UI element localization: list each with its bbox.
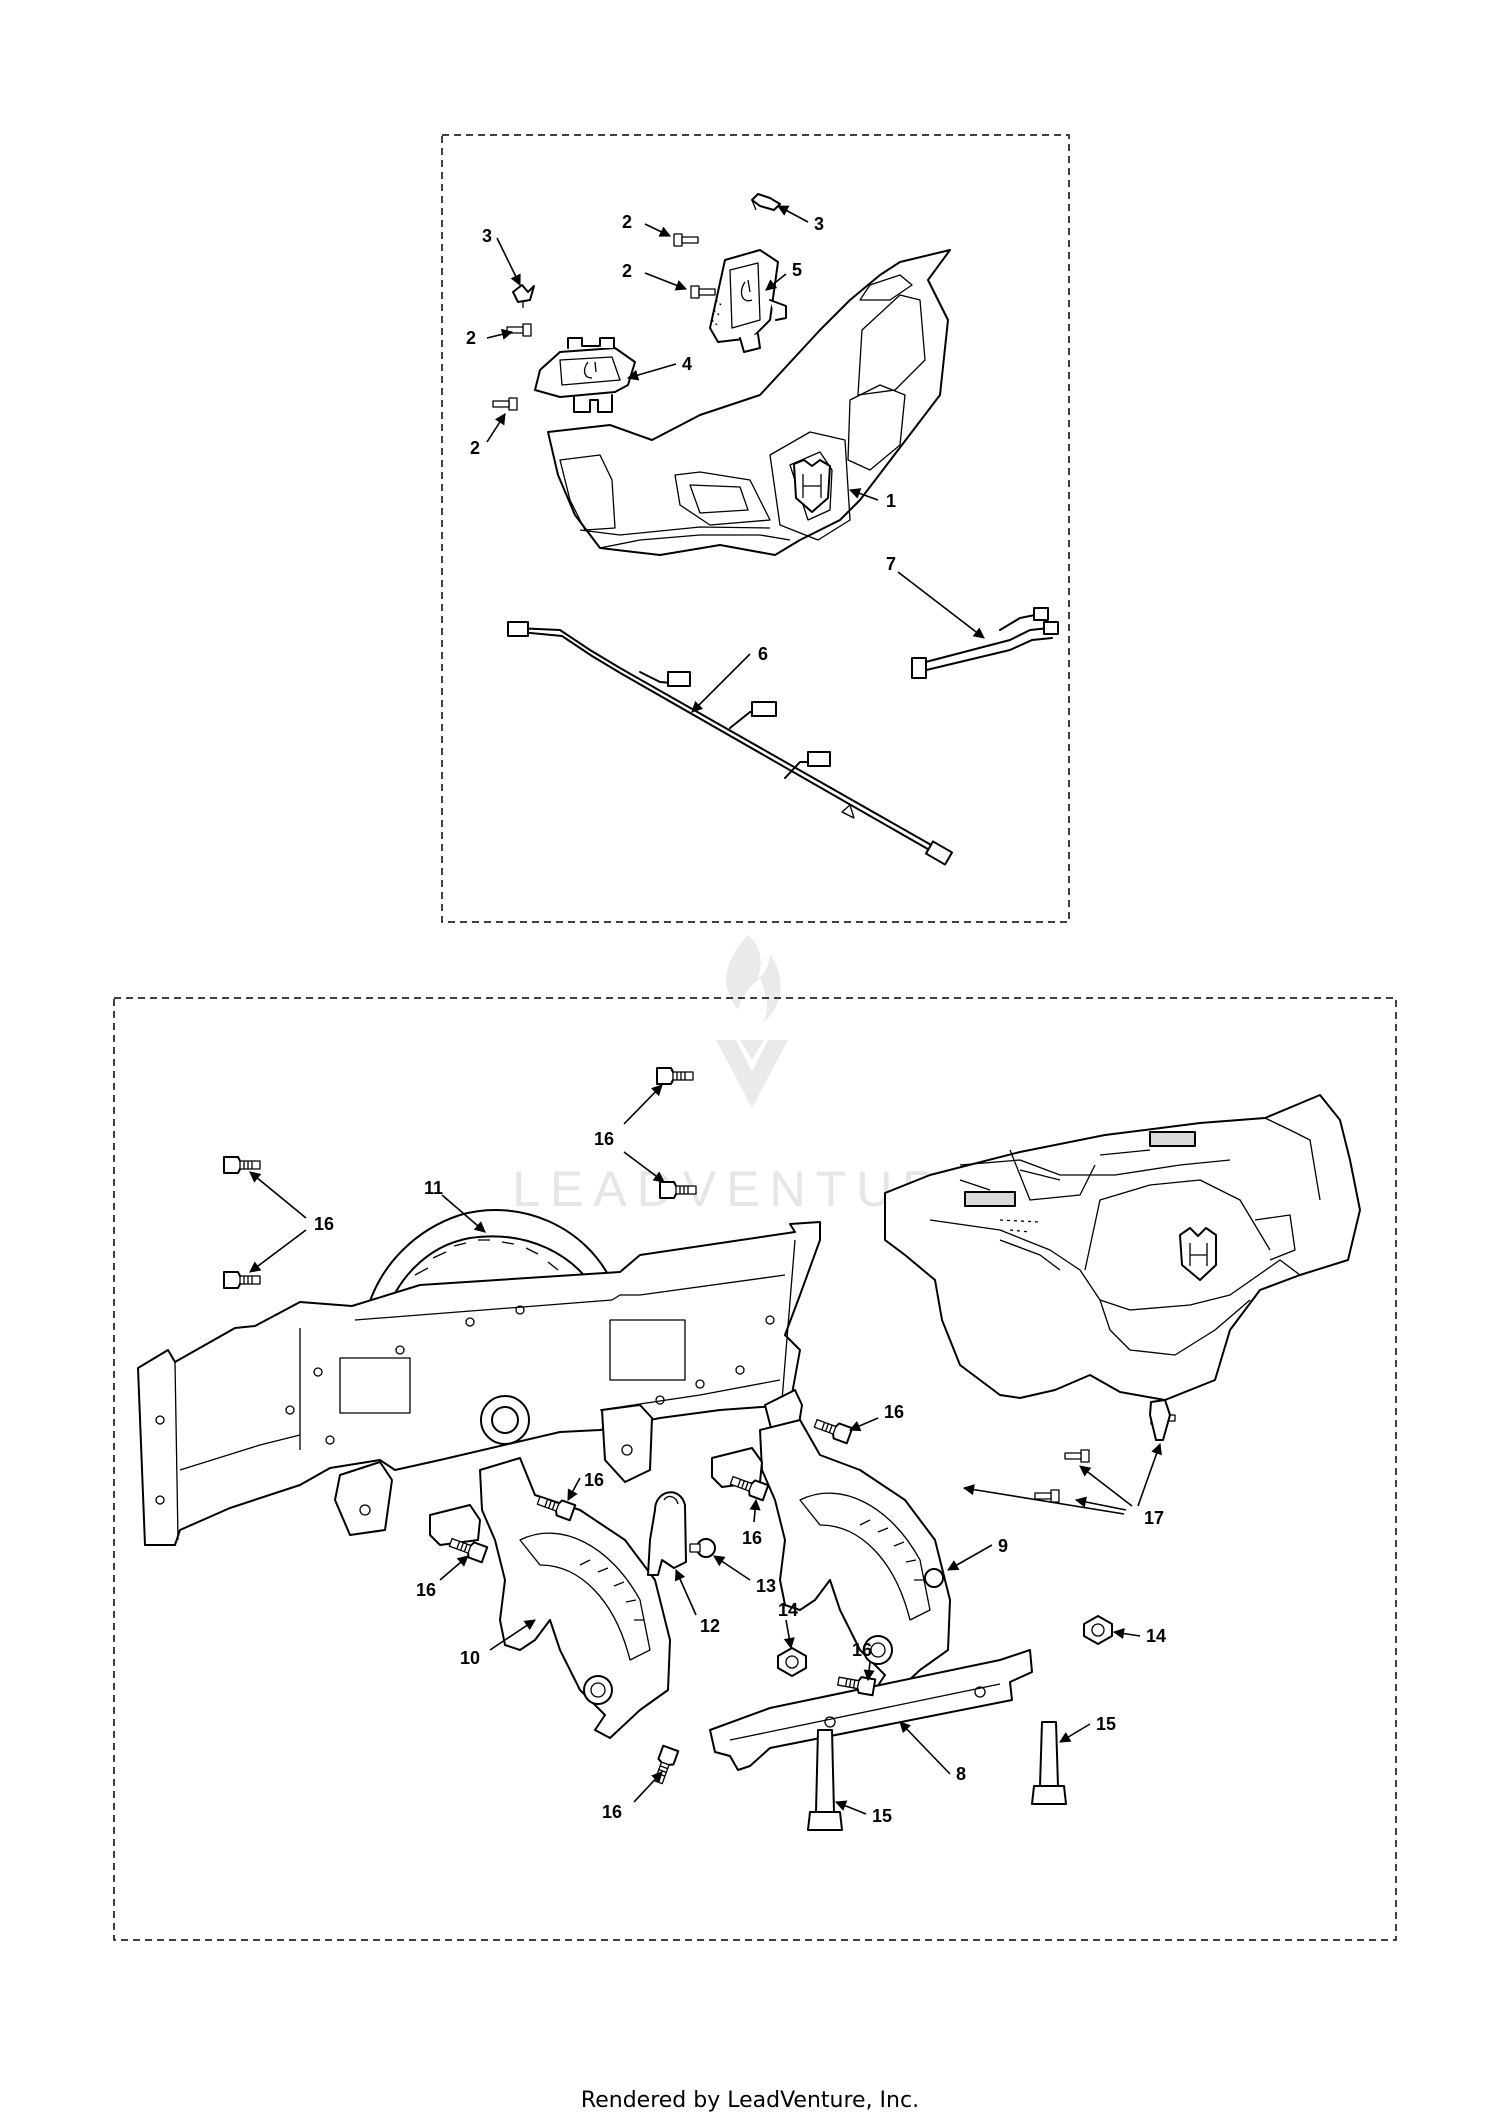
svg-text:16: 16 (584, 1470, 604, 1490)
part-frame-plate-11 (137, 1209, 821, 1546)
part-bolt-16e (811, 1414, 854, 1445)
svg-text:4: 4 (682, 354, 692, 374)
part-wire-harness-6 (507, 621, 954, 866)
svg-text:16: 16 (314, 1214, 334, 1234)
callout-3b: 3 (777, 205, 824, 234)
svg-text:16: 16 (602, 1802, 622, 1822)
part-bolt-16c (223, 1156, 261, 1174)
part-bolt-2b (690, 285, 716, 299)
svg-text:16: 16 (884, 1402, 904, 1422)
kit-box-bottom (113, 997, 1397, 1941)
svg-text:16: 16 (416, 1580, 436, 1600)
part-pin-13 (689, 1538, 716, 1558)
callout-16a: 16 (594, 1084, 665, 1183)
callout-2d: 2 (470, 413, 506, 458)
callout-13: 13 (713, 1555, 776, 1596)
part-clamp-12 (647, 1491, 687, 1576)
callout-2a: 2 (622, 212, 672, 237)
svg-text:17: 17 (1144, 1508, 1164, 1528)
svg-text:2: 2 (470, 438, 480, 458)
callout-16d: 16 (567, 1470, 604, 1501)
svg-text:11: 11 (424, 1178, 443, 1198)
svg-text:15: 15 (872, 1806, 892, 1826)
svg-text:10: 10 (460, 1648, 480, 1668)
callout-14b: 14 (1112, 1626, 1166, 1646)
svg-text:8: 8 (956, 1764, 966, 1784)
callout-2b: 2 (622, 261, 688, 291)
svg-text:1: 1 (886, 491, 896, 511)
svg-text:12: 12 (700, 1616, 720, 1636)
svg-text:9: 9 (998, 1536, 1008, 1556)
callout-14a: 14 (778, 1600, 798, 1650)
svg-text:6: 6 (758, 644, 768, 664)
watermark-logo (716, 935, 788, 1108)
part-bolt-16a (656, 1067, 694, 1085)
part-nut-14b (1083, 1615, 1113, 1645)
callout-16e: 16 (416, 1555, 469, 1600)
part-bolt-2d (492, 397, 518, 411)
callout-12: 12 (674, 1568, 720, 1636)
svg-text:5: 5 (792, 260, 802, 280)
callout-1: 1 (848, 488, 896, 511)
callout-15a: 15 (834, 1800, 892, 1826)
part-bracket-5 (709, 249, 787, 353)
svg-text:16: 16 (852, 1640, 872, 1660)
svg-text:16: 16 (594, 1129, 614, 1149)
callout-16b: 16 (249, 1171, 334, 1273)
svg-text:2: 2 (622, 261, 632, 281)
kit-box-top (441, 134, 1070, 923)
callout-10: 10 (460, 1619, 536, 1668)
callout-8: 8 (899, 1721, 966, 1784)
part-bracket-4 (534, 337, 636, 413)
part-front-panel (547, 249, 951, 556)
part-clip-3a (512, 284, 535, 308)
part-bar-8 (709, 1649, 1033, 1771)
callout-15b: 15 (1059, 1714, 1116, 1743)
svg-text:2: 2 (466, 328, 476, 348)
callout-4: 4 (626, 354, 692, 381)
svg-text:13: 13 (756, 1576, 776, 1596)
part-clip-17d (1149, 1399, 1171, 1441)
part-lever-bracket-10 (429, 1457, 671, 1739)
svg-text:16: 16 (742, 1528, 762, 1548)
part-bolt-2c (506, 323, 532, 337)
svg-text:15: 15 (1096, 1714, 1116, 1734)
callout-9: 9 (947, 1536, 1008, 1571)
part-clip-3b (751, 193, 781, 211)
part-clip-17b (1064, 1449, 1090, 1463)
callout-6: 6 (691, 644, 768, 713)
svg-text:7: 7 (886, 554, 896, 574)
callout-3a: 3 (482, 226, 521, 287)
part-nut-14a (777, 1647, 807, 1677)
part-hood-assembly (884, 1094, 1361, 1401)
callout-16f: 16 (742, 1498, 762, 1548)
svg-text:3: 3 (482, 226, 492, 246)
svg-text:14: 14 (778, 1600, 798, 1620)
callout-11: 11 (424, 1178, 486, 1233)
callout-16h: 16 (602, 1771, 663, 1822)
svg-text:14: 14 (1146, 1626, 1166, 1646)
callout-2c: 2 (466, 328, 514, 348)
svg-text:2: 2 (622, 212, 632, 232)
callout-17: 17 (962, 1442, 1164, 1528)
callout-16g: 16 (852, 1640, 875, 1682)
part-bolt-15b (1031, 1721, 1067, 1805)
part-bolt-2a (673, 233, 699, 247)
callout-5: 5 (765, 260, 802, 291)
svg-text:3: 3 (814, 214, 824, 234)
callout-16c: 16 (848, 1402, 904, 1432)
part-bolt-16d (223, 1271, 261, 1289)
part-wire-harness-7 (911, 607, 1059, 679)
footer-credit: Rendered by LeadVenture, Inc. (580, 2088, 920, 2113)
part-lever-bracket-9 (711, 1419, 951, 1699)
callout-7: 7 (886, 554, 985, 639)
part-bolt-15a (807, 1729, 843, 1831)
